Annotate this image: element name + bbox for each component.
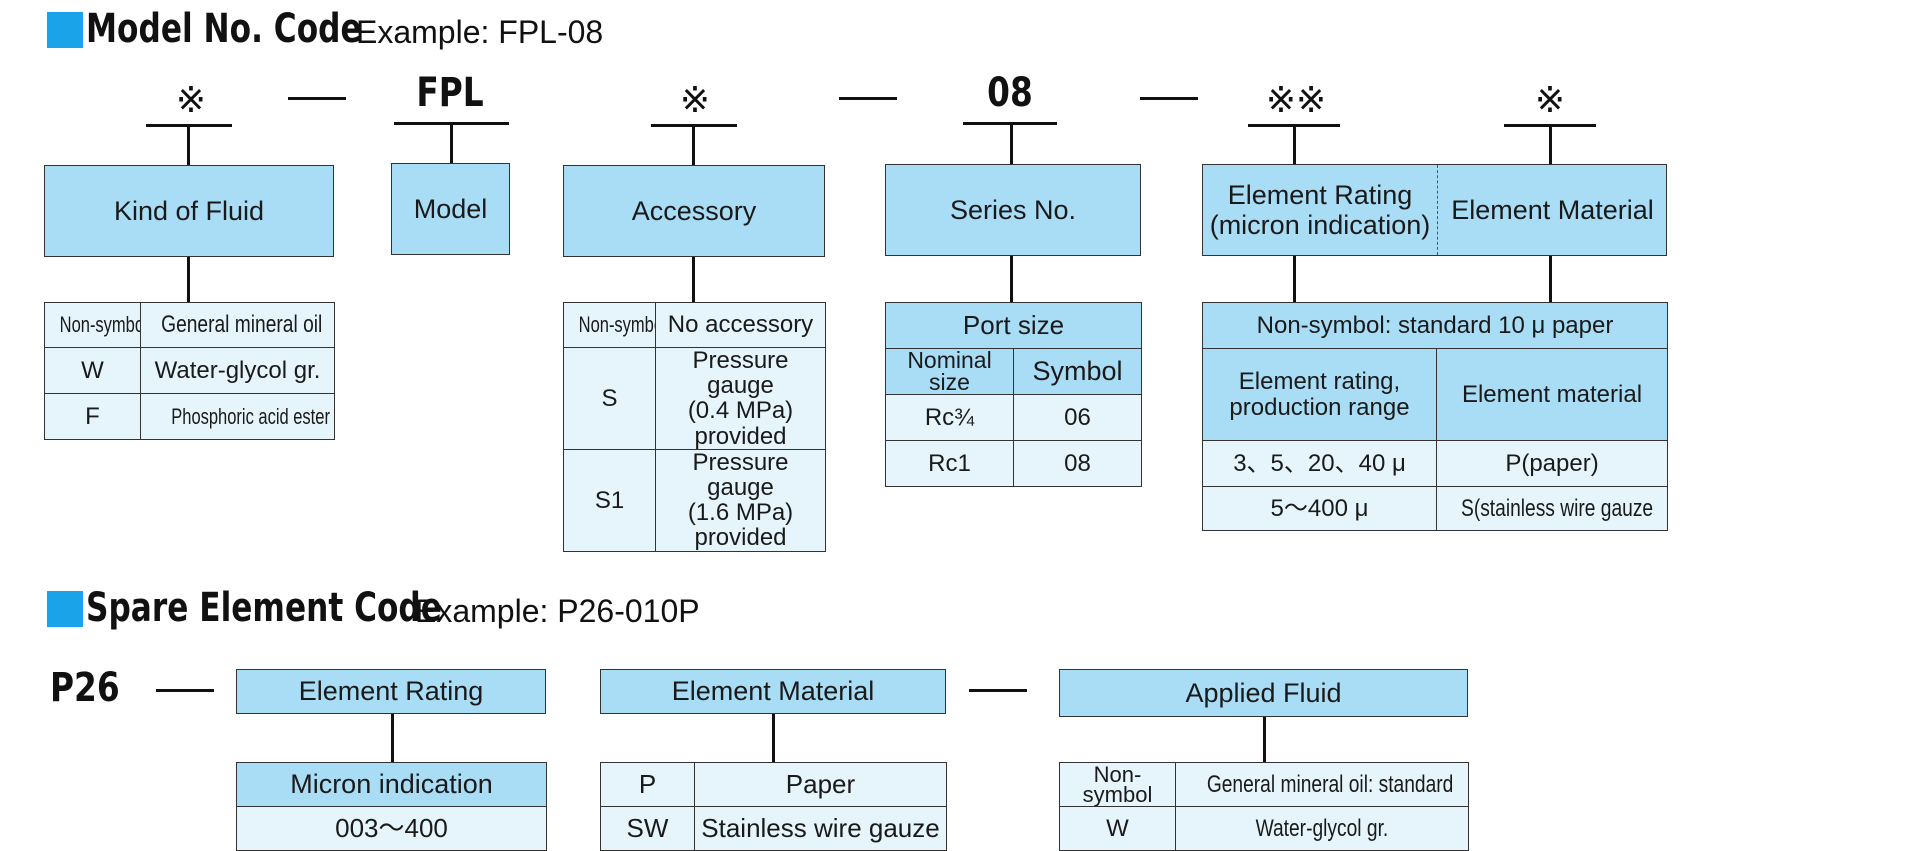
table-cell: SW (600, 806, 695, 851)
section-marker-square (47, 591, 83, 627)
box-element: Element Rating (micron indication) Eleme… (1202, 164, 1667, 256)
code-accessory-symbol: ※ (679, 79, 711, 120)
box-series-no: Series No. (885, 164, 1141, 256)
table-cell: Non-symbol (44, 302, 141, 348)
box-model: Model (391, 163, 510, 255)
table-cell: Water-glycol gr. (1175, 806, 1469, 851)
table-header: Symbol (1013, 348, 1142, 395)
underline-series (963, 122, 1057, 125)
underline-material (1504, 124, 1596, 127)
element-table: Non-symbol: standard 10 μ paper Element … (1202, 302, 1668, 531)
connector-accessory-top (692, 126, 695, 166)
underline-rating (1248, 124, 1340, 127)
connector-model-top (450, 124, 453, 164)
table-cell: 5～400 μ (1202, 486, 1437, 531)
table-cell: S (563, 347, 656, 450)
underline-kind (146, 124, 232, 127)
fluid-table: Non-symbol General mineral oil W Water-g… (44, 302, 335, 440)
spare-code-heading: Spare Element Code (86, 585, 442, 631)
model-code-example: Example: FPL-08 (356, 14, 604, 50)
table-cell: General mineral oil (140, 302, 335, 348)
table-cell: Phosphoric acid ester gr. (140, 393, 335, 440)
table-cell: F (44, 393, 141, 440)
code-kind-of-fluid-symbol: ※ (175, 79, 207, 120)
dash-5 (969, 689, 1027, 692)
table-cell: 003～400 (236, 806, 547, 851)
code-element-rating-symbol: ※※ (1265, 79, 1327, 120)
connector-material-bottom (1549, 256, 1552, 302)
table-cell: Pressure gauge (0.4 MPa) provided (655, 347, 826, 450)
table-cell: Paper (694, 762, 947, 807)
box-divider (1437, 165, 1438, 255)
connector-spare-fluid (1263, 717, 1266, 762)
box-spare-element-material: Element Material (600, 669, 946, 714)
box-element-rating: Element Rating (micron indication) (1209, 179, 1431, 240)
table-cell: Pressure gauge (1.6 MPa) provided (655, 448, 826, 552)
table-cell: Rc1 (885, 440, 1014, 487)
table-cell: Rc¾ (885, 394, 1014, 441)
table-cell: Water-glycol gr. (140, 347, 335, 394)
table-cell: W (1059, 806, 1176, 851)
connector-spare-material (772, 714, 775, 762)
connector-series-bottom (1010, 256, 1013, 302)
box-element-material: Element Material (1451, 194, 1654, 225)
code-element-material-symbol: ※ (1534, 79, 1566, 120)
table-cell: Stainless wire gauze (694, 806, 947, 851)
underline-model (394, 122, 509, 125)
table-cell: Non-symbol (563, 302, 656, 348)
connector-kind-top (187, 126, 190, 166)
table-cell: P (600, 762, 695, 807)
table-cell: 08 (1013, 440, 1142, 487)
spare-prefix-code: P26 (50, 665, 120, 711)
table-header: Micron indication (236, 762, 547, 807)
dash-4 (156, 689, 214, 692)
dash-3 (1140, 97, 1198, 100)
code-series-symbol: 08 (987, 70, 1033, 116)
table-header: Element material (1436, 348, 1668, 441)
table-cell: General mineral oil: standard (1175, 762, 1469, 807)
connector-kind-bottom (187, 257, 190, 302)
port-size-table: Port size Nominal size Symbol Rc¾ 06 Rc1… (885, 302, 1142, 487)
model-code-heading: Model No. Code (86, 6, 362, 52)
spare-material-table: P Paper SW Stainless wire gauze (600, 762, 947, 851)
connector-rating-top (1293, 126, 1296, 164)
table-cell: 06 (1013, 394, 1142, 441)
table-cell: S(stainless wire gauze (1436, 486, 1668, 531)
section-marker-square (47, 12, 83, 48)
table-cell: P(paper) (1436, 440, 1668, 487)
table-header: Non-symbol: standard 10 μ paper (1202, 302, 1668, 349)
table-cell: Non- symbol (1059, 762, 1176, 807)
box-spare-element-rating: Element Rating (236, 669, 546, 714)
connector-material-top (1549, 126, 1552, 164)
dash-1 (288, 97, 346, 100)
box-spare-applied-fluid: Applied Fluid (1059, 669, 1468, 717)
connector-accessory-bottom (692, 257, 695, 302)
table-header: Port size (885, 302, 1142, 349)
box-accessory: Accessory (563, 165, 825, 257)
connector-rating-bottom (1293, 256, 1296, 302)
dash-2 (839, 97, 897, 100)
box-kind-of-fluid: Kind of Fluid (44, 165, 334, 257)
table-cell: S1 (563, 448, 656, 552)
micron-table: Micron indication 003～400 (236, 762, 547, 851)
spare-code-example: Example: P26-010P (415, 593, 700, 629)
table-header: Nominal size (885, 348, 1014, 395)
connector-series-top (1010, 124, 1013, 166)
underline-accessory (651, 124, 737, 127)
connector-spare-rating (391, 714, 394, 762)
table-cell: 3、5、20、40 μ (1202, 440, 1437, 487)
accessory-table: Non-symbol No accessory S Pressure gauge… (563, 302, 826, 552)
table-cell: No accessory (655, 302, 826, 348)
table-cell: W (44, 347, 141, 394)
table-header: Element rating, production range (1202, 348, 1437, 441)
code-model-symbol: FPL (416, 70, 484, 116)
spare-fluid-table: Non- symbol General mineral oil: standar… (1059, 762, 1469, 851)
